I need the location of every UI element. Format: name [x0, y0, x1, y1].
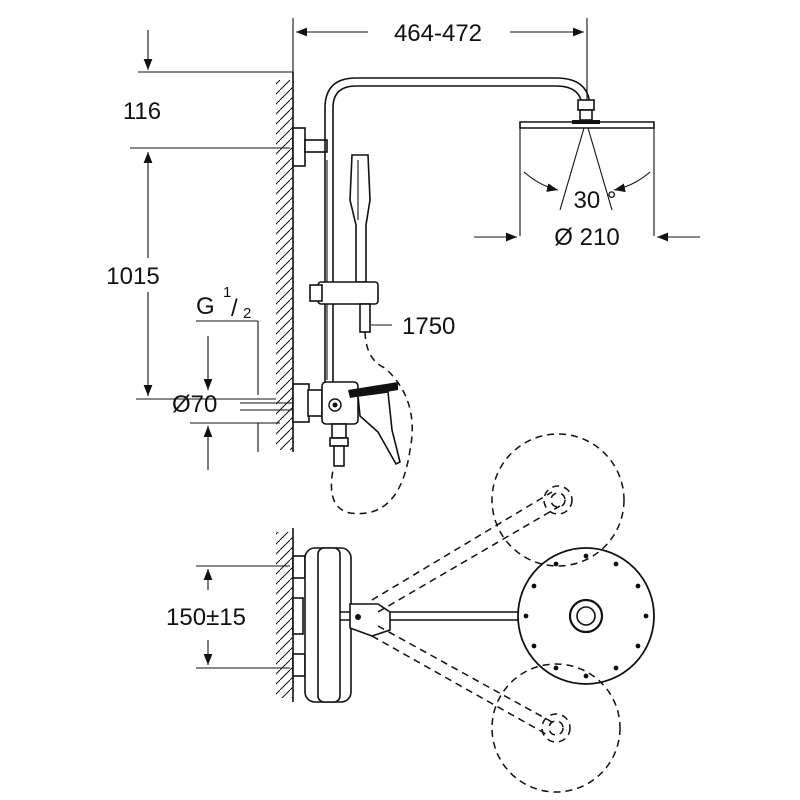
spray-angle-label: 30 °: [574, 187, 617, 214]
hand-shower: [349, 154, 371, 283]
swivel-position-lower: [371, 625, 621, 793]
plan-view: 150±15: [166, 433, 655, 793]
thread-size-label: G: [196, 293, 215, 320]
top-offset-label: 116: [123, 98, 161, 125]
wall-section: [276, 72, 294, 452]
thread-size-denominator: 2: [243, 305, 251, 322]
upper-bracket-arm: [304, 139, 328, 153]
plan-mixer-inner: [317, 547, 341, 703]
vertical-height-label: 1015: [106, 263, 159, 290]
hose-length-callout: 1750: [371, 313, 455, 340]
thread-size-numerator: 1: [223, 284, 231, 301]
overhead-arm: [324, 77, 595, 120]
outlet-diameter-label: Ø70: [172, 391, 217, 418]
top-offset-dimension: 116: [123, 30, 290, 149]
rain-shower-head: 30 °: [519, 109, 655, 236]
lower-wall-connector: [292, 383, 310, 423]
swivel-position-upper: [371, 433, 625, 613]
hose-path: [330, 331, 413, 515]
plan-lower-connector: [292, 653, 306, 677]
plan-nozzle-dots: [523, 553, 649, 679]
plan-shower-head: [517, 547, 655, 685]
arm-reach-label: 464-472: [394, 20, 482, 47]
head-diameter-label: Ø 210: [554, 224, 619, 251]
mixer-valve: [307, 381, 401, 467]
riser-pipe: [324, 120, 334, 384]
plan-middle-bracket: [292, 597, 304, 635]
thread-size-callout: G 1 / 2: [196, 284, 259, 395]
head-diameter-dimension: Ø 210: [474, 224, 700, 251]
vertical-height-dimension: 1015: [106, 152, 276, 400]
upper-wall-bracket: [292, 127, 306, 167]
plan-wall-section: [276, 528, 294, 702]
thread-size-slash: /: [231, 295, 238, 322]
plan-upper-connector: [292, 555, 306, 579]
side-elevation-view: 464-472 116 1015 G 1 / 2: [106, 18, 700, 515]
slide-holder: [309, 281, 379, 333]
arm-reach-dimension: 464-472: [292, 18, 588, 100]
wall-spacing-dimension: 150±15: [166, 565, 290, 669]
plan-overhead-arm: [340, 603, 586, 637]
wall-spacing-label: 150±15: [166, 604, 246, 631]
hose-length-label: 1750: [402, 313, 455, 340]
outlet-diameter-dimension: Ø70: [172, 336, 292, 470]
